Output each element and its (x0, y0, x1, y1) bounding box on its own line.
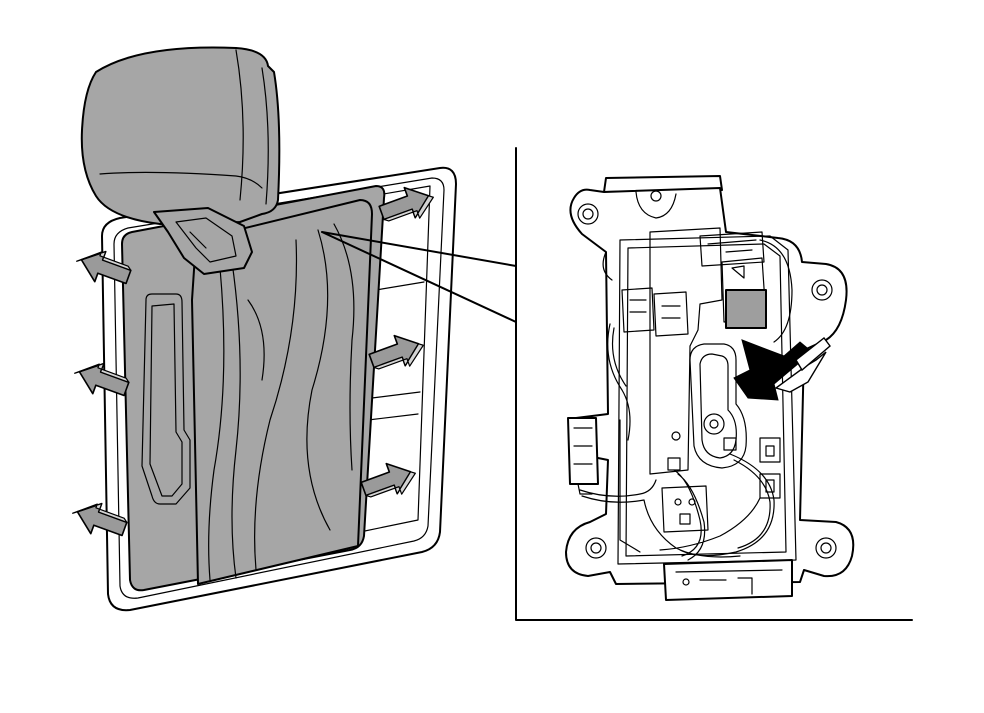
knob-collar-detail (175, 217, 237, 263)
mounting-holes (577, 203, 837, 559)
top-connector (699, 231, 765, 267)
pivot-bolt-center (709, 419, 719, 429)
detail-leader-line (321, 231, 517, 323)
console-bezel-inner-edge (113, 177, 445, 599)
detail-inset (515, 147, 913, 621)
shift-knob (80, 46, 281, 225)
external-connector-detail (573, 427, 593, 495)
arrow-tail-stripe (795, 337, 831, 372)
inner-frame (617, 235, 797, 565)
outward-pull-arrow-icon (368, 334, 424, 370)
lever-block-detail (629, 299, 681, 319)
top-hole (650, 190, 662, 202)
external-connector (567, 417, 599, 485)
outward-pull-arrow-icon (378, 186, 434, 222)
side-connector-upper (759, 437, 781, 463)
harness-hole (674, 498, 682, 506)
harness-block (661, 485, 709, 533)
small-rivet (671, 431, 681, 441)
target-component (725, 289, 767, 329)
solid-black-arrow-icon (733, 337, 831, 401)
bottom-connector-detail (675, 569, 783, 595)
shifter-housing-outline (565, 187, 855, 585)
wiring-harness (579, 239, 793, 561)
shift-boot-folds (208, 223, 355, 581)
shift-boot (191, 199, 373, 585)
shift-knob-highlight (99, 49, 269, 205)
bezel-trim-strip-lines (367, 281, 425, 421)
release-arrows (72, 186, 434, 537)
outward-pull-arrow-icon (76, 250, 132, 285)
outward-pull-arrow-icon (74, 362, 130, 397)
bottom-connector-hole (682, 578, 690, 586)
harness-tab (723, 437, 737, 451)
pivot-bolt (703, 413, 725, 435)
lever-block (621, 287, 689, 337)
inset-border (515, 147, 913, 621)
shift-bezel-assembly (80, 46, 517, 612)
selector-slot (689, 343, 747, 469)
harness-tab (679, 513, 691, 525)
inner-frame-2 (625, 243, 787, 557)
indicator-window-inner (149, 303, 183, 497)
selector-gate (649, 227, 723, 475)
outward-pull-arrow-icon (360, 462, 416, 498)
indicator-window (141, 293, 191, 505)
selector-slot-inner (699, 353, 737, 459)
outward-pull-arrow-icon (72, 502, 128, 537)
top-notch (635, 191, 677, 219)
